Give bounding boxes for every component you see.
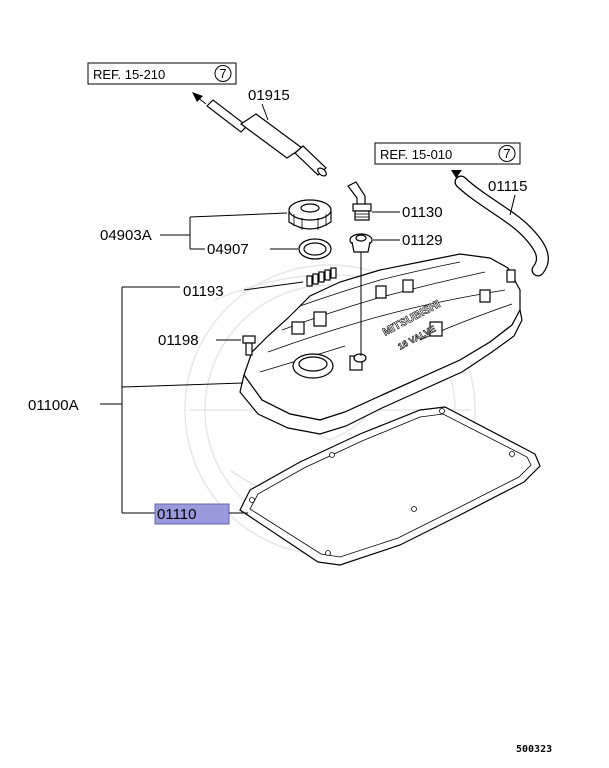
label-01110: 01110 — [157, 506, 197, 523]
label-01915[interactable]: 01915 — [248, 87, 290, 104]
part-01193 — [306, 267, 337, 287]
part-01115-hose — [454, 175, 549, 277]
part-04907-gasket — [298, 238, 332, 260]
ref-text: REF. 15-210 — [93, 67, 165, 82]
ref-box-15-210[interactable]: REF. 15-210 7 — [87, 62, 237, 85]
part-valve-cover — [239, 253, 523, 435]
ref-circle-number: 7 — [503, 146, 510, 161]
diagram-code: 500323 — [516, 744, 552, 755]
part-01110-gasket — [239, 406, 541, 566]
part-01129-grommet — [349, 233, 373, 253]
part-01130-pcv — [347, 181, 372, 221]
leader-04903A — [160, 212, 288, 250]
label-01198[interactable]: 01198 — [158, 332, 199, 349]
part-oil-cap — [288, 199, 332, 230]
part-01198-bolt — [242, 335, 256, 356]
label-01100A[interactable]: 01100A — [28, 397, 79, 414]
leader-01100A — [100, 286, 244, 514]
part-01915-tube — [206, 99, 327, 177]
highlight-01110[interactable]: 01110 — [154, 503, 230, 525]
ref-circle-number: 7 — [219, 66, 226, 81]
ref-arrow-15-210 — [192, 92, 207, 105]
label-01129[interactable]: 01129 — [402, 232, 443, 249]
label-01193[interactable]: 01193 — [183, 283, 224, 300]
label-04903A[interactable]: 04903A — [100, 227, 152, 244]
ref-text: REF. 15-010 — [380, 147, 452, 162]
ref-box-15-010[interactable]: REF. 15-010 7 — [374, 142, 521, 165]
label-01130[interactable]: 01130 — [402, 204, 443, 221]
label-01115[interactable]: 01115 — [488, 178, 528, 195]
label-04907[interactable]: 04907 — [207, 241, 249, 258]
